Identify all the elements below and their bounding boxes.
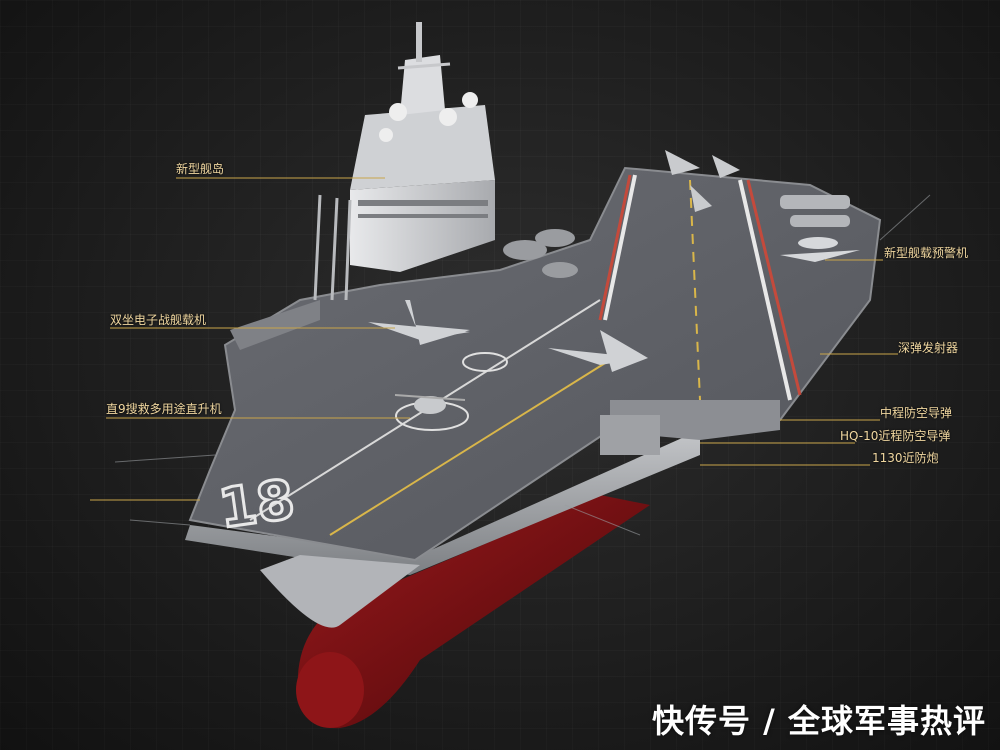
parked-helicopters [503, 229, 578, 278]
label-mid-range-sam: 中程防空导弹 [880, 406, 953, 420]
port-masts [313, 194, 352, 301]
label-ew-aircraft: 双坐电子战舰载机 [110, 313, 207, 327]
label-hq10-sam: HQ-10近程防空导弹 [840, 429, 951, 443]
label-island: 新型舰岛 [176, 162, 225, 176]
label-depth-charge-launcher: 深弹发射器 [898, 341, 959, 355]
ew-aircraft [368, 300, 470, 345]
deck-number: 18 [215, 467, 298, 540]
helipad-marking [462, 352, 508, 372]
bow-flare [260, 555, 420, 628]
watermark-text: 快传号 / 全球军事热评 [652, 702, 986, 740]
port-sponson [230, 300, 320, 350]
fighter-aircraft [665, 150, 740, 212]
parked-aircraft-group [780, 195, 850, 227]
label-ciws: 1130近防炮 [872, 451, 939, 465]
leader-lines [90, 177, 898, 501]
ciws-mount [600, 415, 660, 455]
leader-lines-faint [114, 194, 931, 536]
island-superstructure [350, 22, 495, 272]
fighter-aircraft [548, 330, 648, 372]
hull-red [296, 495, 650, 729]
hull-grey [185, 430, 700, 575]
label-z9-helicopter: 直9搜救多用途直升机 [106, 402, 222, 416]
z9-helicopter [394, 394, 466, 414]
label-aew-aircraft: 新型舰载预警机 [884, 246, 969, 260]
aew-aircraft [780, 237, 860, 262]
